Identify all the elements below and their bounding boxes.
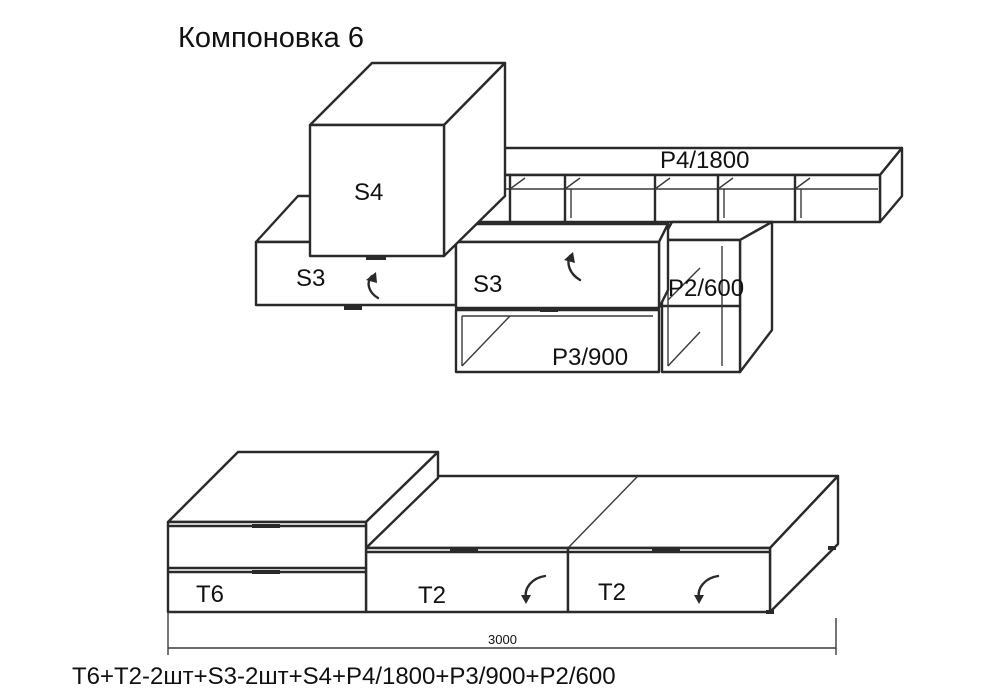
tv-stand-t2-right-label: T2 xyxy=(598,579,626,606)
diagram-title: Компоновка 6 xyxy=(178,22,364,54)
cabinet-s4-label: S4 xyxy=(354,179,383,206)
shelf-p4-label: P4/1800 xyxy=(660,147,749,174)
cabinet-s3-left-label: S3 xyxy=(296,265,325,292)
chest-t6 xyxy=(166,450,440,614)
shelf-p2-600 xyxy=(660,220,774,374)
shelf-p3-label: P3/900 xyxy=(552,344,628,371)
cabinet-s3-right-label: S3 xyxy=(473,271,502,298)
composition-formula: T6+T2-2шт+S3-2шт+S4+P4/1800+P3/900+P2/60… xyxy=(72,663,616,690)
shelf-p4-1800 xyxy=(474,146,904,224)
cabinet-s4 xyxy=(308,61,507,260)
tv-stand-t2-left-label: T2 xyxy=(418,582,446,609)
chest-t6-label: T6 xyxy=(196,581,224,608)
dimension-label: 3000 xyxy=(488,632,517,647)
cabinet-s3-right xyxy=(454,222,670,312)
shelf-p2-label: P2/600 xyxy=(668,275,744,302)
shelf-p3-900 xyxy=(454,308,661,374)
dimension-line xyxy=(167,612,837,655)
tv-stand-t2-pair xyxy=(364,474,840,614)
